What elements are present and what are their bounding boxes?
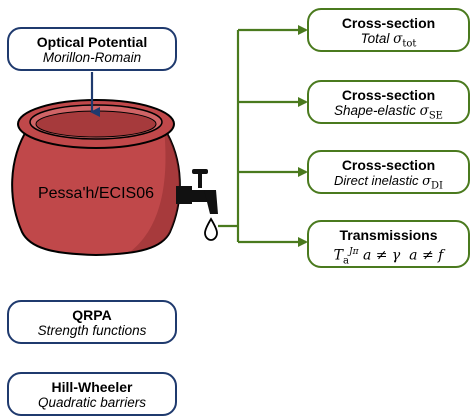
shape-elastic-cross-section-title: Cross-section xyxy=(341,87,436,103)
hill-wheeler-title: Hill-Wheeler xyxy=(51,379,133,395)
pot-opening xyxy=(35,110,157,138)
direct-inelastic-sigma-subscript: DI xyxy=(431,180,443,192)
direct-inelastic-cross-section-label: Direct inelastic xyxy=(334,173,419,188)
shape-elastic-sigma-symbol: σ xyxy=(419,103,429,119)
total-cross-section-title: Cross-section xyxy=(341,15,436,31)
transmissions-box: Transmissions TaJπ a ≠ γ a ≠ f xyxy=(307,220,470,268)
shape-elastic-cross-section-label: Shape-elastic xyxy=(334,103,416,118)
qrpa-subtitle: Strength functions xyxy=(37,323,147,338)
transmission-superscript: J xyxy=(348,247,353,257)
direct-inelastic-cross-section-title: Cross-section xyxy=(341,157,436,173)
hill-wheeler-subtitle: Quadratic barriers xyxy=(37,395,147,410)
hill-wheeler-box: Hill-Wheeler Quadratic barriers xyxy=(7,372,177,416)
shape-elastic-sigma-subscript: SE xyxy=(428,110,443,122)
direct-inelastic-sigma-symbol: σ xyxy=(422,174,432,189)
total-cross-section-label: Total xyxy=(360,31,390,46)
qrpa-title: QRPA xyxy=(72,307,112,323)
transmission-subscript: a xyxy=(342,255,349,267)
total-cross-section-box: Cross-section Total σtot xyxy=(307,8,470,52)
transmission-conditions: a ≠ γ a ≠ f xyxy=(362,247,444,264)
green-connectors xyxy=(218,25,308,247)
shape-elastic-cross-section-box: Cross-section Shape-elastic σSE xyxy=(307,80,470,124)
qrpa-box: QRPA Strength functions xyxy=(7,300,177,344)
transmission-parity: π xyxy=(352,247,359,257)
optical-potential-box: Optical Potential Morillon-Romain xyxy=(7,27,177,71)
faucet-icon xyxy=(176,169,218,241)
pot-label: Pessa'h/ECIS06 xyxy=(38,185,154,202)
optical-potential-title: Optical Potential xyxy=(36,34,148,50)
transmissions-title: Transmissions xyxy=(339,227,438,243)
optical-potential-subtitle: Morillon-Romain xyxy=(42,50,142,65)
water-drop-icon xyxy=(204,217,218,241)
direct-inelastic-cross-section-box: Cross-section Direct inelastic σDI xyxy=(307,150,470,194)
pot-icon xyxy=(11,99,181,257)
total-sigma-symbol: σ xyxy=(393,31,403,47)
pot-shadow xyxy=(130,128,180,252)
total-sigma-subscript: tot xyxy=(402,38,417,50)
transmission-symbol: T xyxy=(333,247,343,264)
